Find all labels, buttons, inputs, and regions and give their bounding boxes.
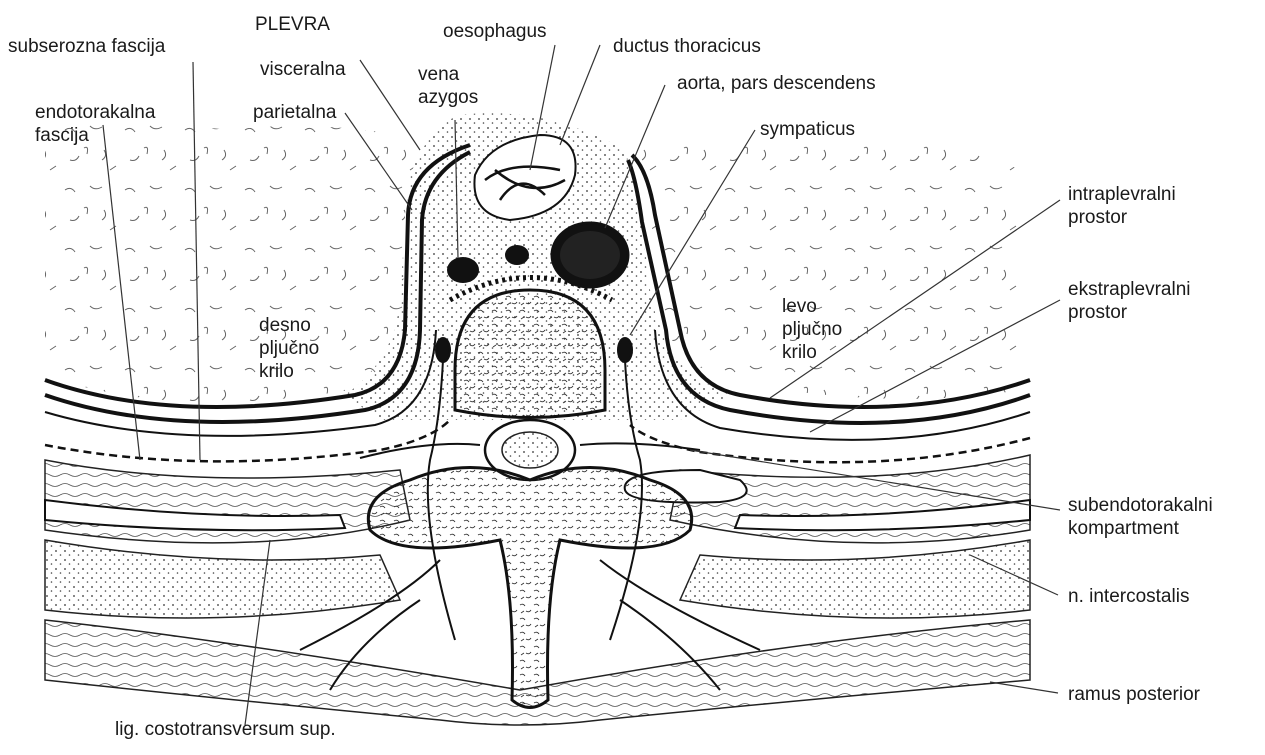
label-intraplevralni-prostor: prostor xyxy=(1068,206,1127,229)
label-ductus-thoracicus: ductus thoracicus xyxy=(613,35,761,58)
label-lig-costotransversum: lig. costotransversum sup. xyxy=(115,718,336,741)
label-ekstraplevralni: ekstraplevralni xyxy=(1068,278,1191,301)
label-desno-krilo: krilo xyxy=(259,360,294,383)
label-oesophagus: oesophagus xyxy=(443,20,547,43)
vena-azygos xyxy=(447,257,479,283)
label-endotorakalna: endotorakalna xyxy=(35,101,155,124)
label-n-intercostalis: n. intercostalis xyxy=(1068,585,1189,608)
right-lung xyxy=(45,122,420,402)
label-levo-krilo: krilo xyxy=(782,341,817,364)
label-intraplevralni: intraplevralni xyxy=(1068,183,1176,206)
label-desno: desno xyxy=(259,314,311,337)
ductus-thoracicus xyxy=(505,245,529,265)
label-fascija: fascija xyxy=(35,124,89,147)
label-subendotorakalni: subendotorakalni xyxy=(1068,494,1213,517)
label-vena: vena xyxy=(418,63,459,86)
label-levo-pljucno: pljučno xyxy=(782,318,842,341)
label-kompartment: kompartment xyxy=(1068,517,1179,540)
label-plevra: PLEVRA xyxy=(255,13,330,36)
label-levo: levo xyxy=(782,295,817,318)
label-ramus-posterior: ramus posterior xyxy=(1068,683,1200,706)
aorta xyxy=(552,223,628,287)
label-subserozna-fascija: subserozna fascija xyxy=(8,35,165,58)
label-desno-pljucno: pljučno xyxy=(259,337,319,360)
label-ekstraplevralni-prostor: prostor xyxy=(1068,301,1127,324)
label-sympaticus: sympaticus xyxy=(760,118,855,141)
label-visceralna: visceralna xyxy=(260,58,346,81)
label-aorta: aorta, pars descendens xyxy=(677,72,876,95)
label-parietalna: parietalna xyxy=(253,101,336,124)
label-azygos: azygos xyxy=(418,86,478,109)
